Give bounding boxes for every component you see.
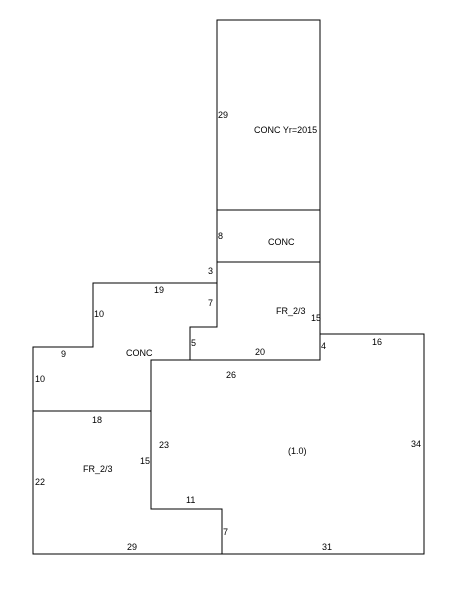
dim-label: 7 [208,298,213,308]
area-label-upper-fr: FR_2/3 [276,306,306,316]
dim-label: 23 [159,440,169,450]
dim-label: 8 [218,231,223,241]
dim-label: 10 [35,374,45,384]
dim-label: 10 [94,309,104,319]
dim-label: 20 [255,347,265,357]
dim-label: 31 [322,542,332,552]
area-label-main: (1.0) [288,446,307,456]
left-conc-area [32,282,218,412]
dim-label: 16 [372,337,382,347]
dim-label: 3 [208,266,213,276]
area-label-mid-conc: CONC [268,237,295,247]
main-area [150,333,425,555]
dim-label: 4 [321,341,326,351]
dim-label: 15 [140,456,150,466]
dim-label: 11 [186,495,195,505]
dim-label: 9 [61,349,66,359]
dim-label: 29 [218,110,228,120]
area-label-lower-left-fr: FR_2/3 [83,464,113,474]
mid-conc-block [216,209,321,263]
dim-label: 5 [191,338,196,348]
lower-left-fr-area [32,410,223,555]
dim-label: 34 [411,439,421,449]
dim-label: 7 [223,527,228,537]
top-conc-block [216,19,321,211]
area-label-left-conc: CONC [126,348,153,358]
dim-label: 29 [127,542,137,552]
area-label-top-conc-yr: CONC Yr=2015 [254,125,317,135]
dim-label: 22 [35,477,45,487]
dim-label: 19 [154,285,164,295]
dim-label: 18 [92,415,102,425]
dim-label: 26 [226,370,236,380]
dim-label: 15 [311,313,321,323]
